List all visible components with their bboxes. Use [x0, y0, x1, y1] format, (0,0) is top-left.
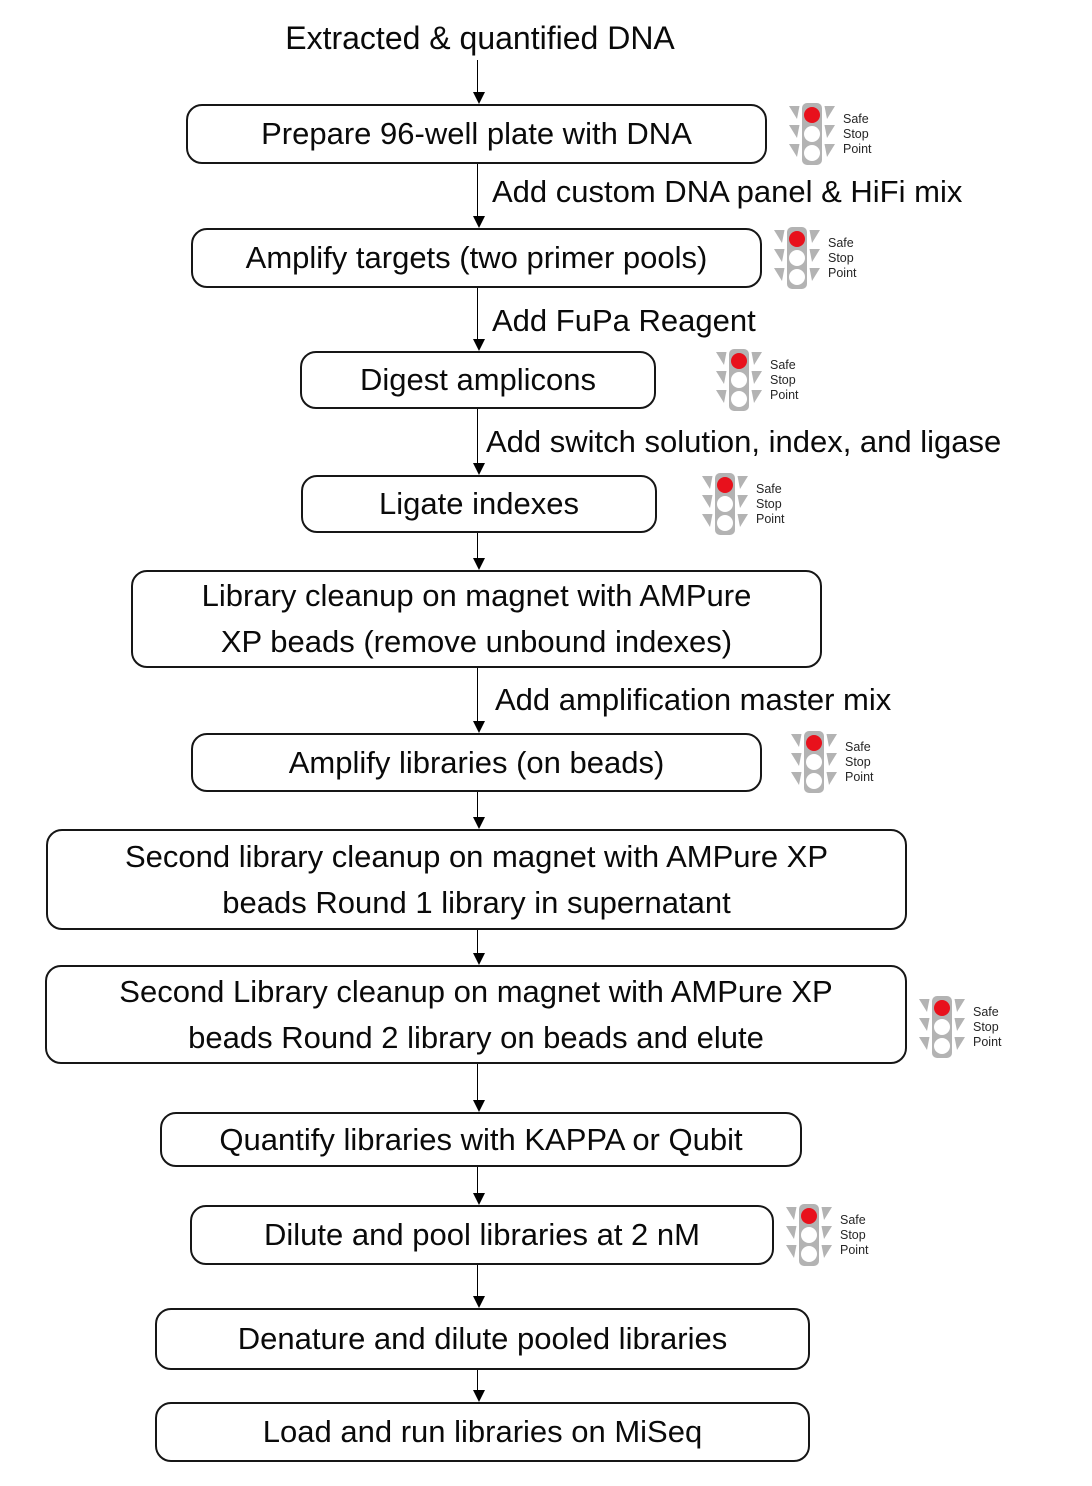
step-box-library-cleanup: Library cleanup on magnet with AMPure XP…: [131, 570, 822, 668]
step-label: Prepare 96-well plate with DNA: [261, 116, 692, 152]
step-label: Amplify targets (two primer pools): [245, 240, 708, 276]
safe-stop-point-indicator: Safe Stop Point: [702, 473, 785, 535]
step-box-prepare-plate: Prepare 96-well plate with DNA: [186, 104, 767, 164]
safe-stop-point-label: Safe Stop Point: [845, 739, 874, 784]
step-box-load-run-miseq: Load and run libraries on MiSeq: [155, 1402, 810, 1462]
flow-arrow: [472, 164, 485, 228]
safe-stop-point-indicator: Safe Stop Point: [919, 996, 1002, 1058]
traffic-light-icon: [716, 349, 762, 411]
edge-label-add-panel-hifi: Add custom DNA panel & HiFi mix: [492, 174, 963, 209]
step-box-quantify-libraries: Quantify libraries with KAPPA or Qubit: [160, 1112, 802, 1167]
safe-stop-point-label: Safe Stop Point: [828, 235, 857, 280]
edge-label-add-master-mix: Add amplification master mix: [495, 682, 892, 717]
traffic-light-icon: [919, 996, 965, 1058]
step-label: XP beads (remove unbound indexes): [220, 624, 733, 659]
flow-arrow: [472, 533, 485, 570]
flow-arrow: [472, 1167, 485, 1205]
start-node-label: Extracted & quantified DNA: [285, 20, 675, 56]
step-box-dilute-pool: Dilute and pool libraries at 2 nM: [190, 1205, 774, 1265]
step-box-amplify-libraries: Amplify libraries (on beads): [191, 733, 762, 792]
safe-stop-point-label: Safe Stop Point: [770, 357, 799, 402]
step-label: beads Round 1 library in supernatant: [222, 884, 731, 920]
step-box-ligate-indexes: Ligate indexes: [301, 475, 657, 533]
step-box-denature-dilute: Denature and dilute pooled libraries: [155, 1308, 810, 1370]
flow-arrow: [472, 409, 485, 475]
step-label: Denature and dilute pooled libraries: [237, 1321, 728, 1357]
flow-arrow: [472, 1265, 485, 1308]
safe-stop-point-indicator: Safe Stop Point: [791, 731, 874, 793]
step-label: beads Round 2 library on beads and elute: [188, 1019, 764, 1055]
step-label: Second Library cleanup on magnet with AM…: [119, 973, 833, 1009]
safe-stop-point-label: Safe Stop Point: [973, 1004, 1002, 1049]
traffic-light-icon: [702, 473, 748, 535]
traffic-light-icon: [774, 227, 820, 289]
step-box-digest-amplicons: Digest amplicons: [300, 351, 656, 409]
step-label: Second library cleanup on magnet with AM…: [124, 838, 829, 874]
step-label: Digest amplicons: [359, 362, 597, 398]
traffic-light-icon: [786, 1204, 832, 1266]
flow-arrow: [472, 288, 485, 351]
flow-arrow: [472, 1370, 485, 1402]
step-label: Quantify libraries with KAPPA or Qubit: [219, 1121, 743, 1157]
flow-arrow: [472, 792, 485, 829]
step-label: Amplify libraries (on beads): [288, 744, 665, 780]
safe-stop-point-indicator: Safe Stop Point: [786, 1204, 869, 1266]
step-box-second-cleanup-round1: Second library cleanup on magnet with AM…: [46, 829, 907, 930]
traffic-light-icon: [789, 103, 835, 165]
safe-stop-point-indicator: Safe Stop Point: [716, 349, 799, 411]
step-label: Dilute and pool libraries at 2 nM: [264, 1217, 700, 1253]
step-label: Ligate indexes: [379, 486, 579, 522]
safe-stop-point-label: Safe Stop Point: [843, 111, 872, 156]
edge-label-add-switch: Add switch solution, index, and ligase: [486, 424, 1002, 459]
flow-arrow: [472, 668, 485, 733]
flow-arrow: [472, 60, 485, 104]
edge-label-add-fupa: Add FuPa Reagent: [492, 303, 756, 338]
flow-arrow: [472, 1064, 485, 1112]
safe-stop-point-indicator: Safe Stop Point: [774, 227, 857, 289]
safe-stop-point-indicator: Safe Stop Point: [789, 103, 872, 165]
safe-stop-point-label: Safe Stop Point: [756, 481, 785, 526]
step-label: Library cleanup on magnet with AMPure: [201, 578, 752, 614]
flow-arrow: [472, 930, 485, 965]
safe-stop-point-label: Safe Stop Point: [840, 1212, 869, 1257]
step-label: Load and run libraries on MiSeq: [262, 1414, 703, 1450]
step-box-second-cleanup-round2: Second Library cleanup on magnet with AM…: [45, 965, 907, 1064]
step-box-amplify-targets: Amplify targets (two primer pools): [191, 228, 762, 288]
traffic-light-icon: [791, 731, 837, 793]
